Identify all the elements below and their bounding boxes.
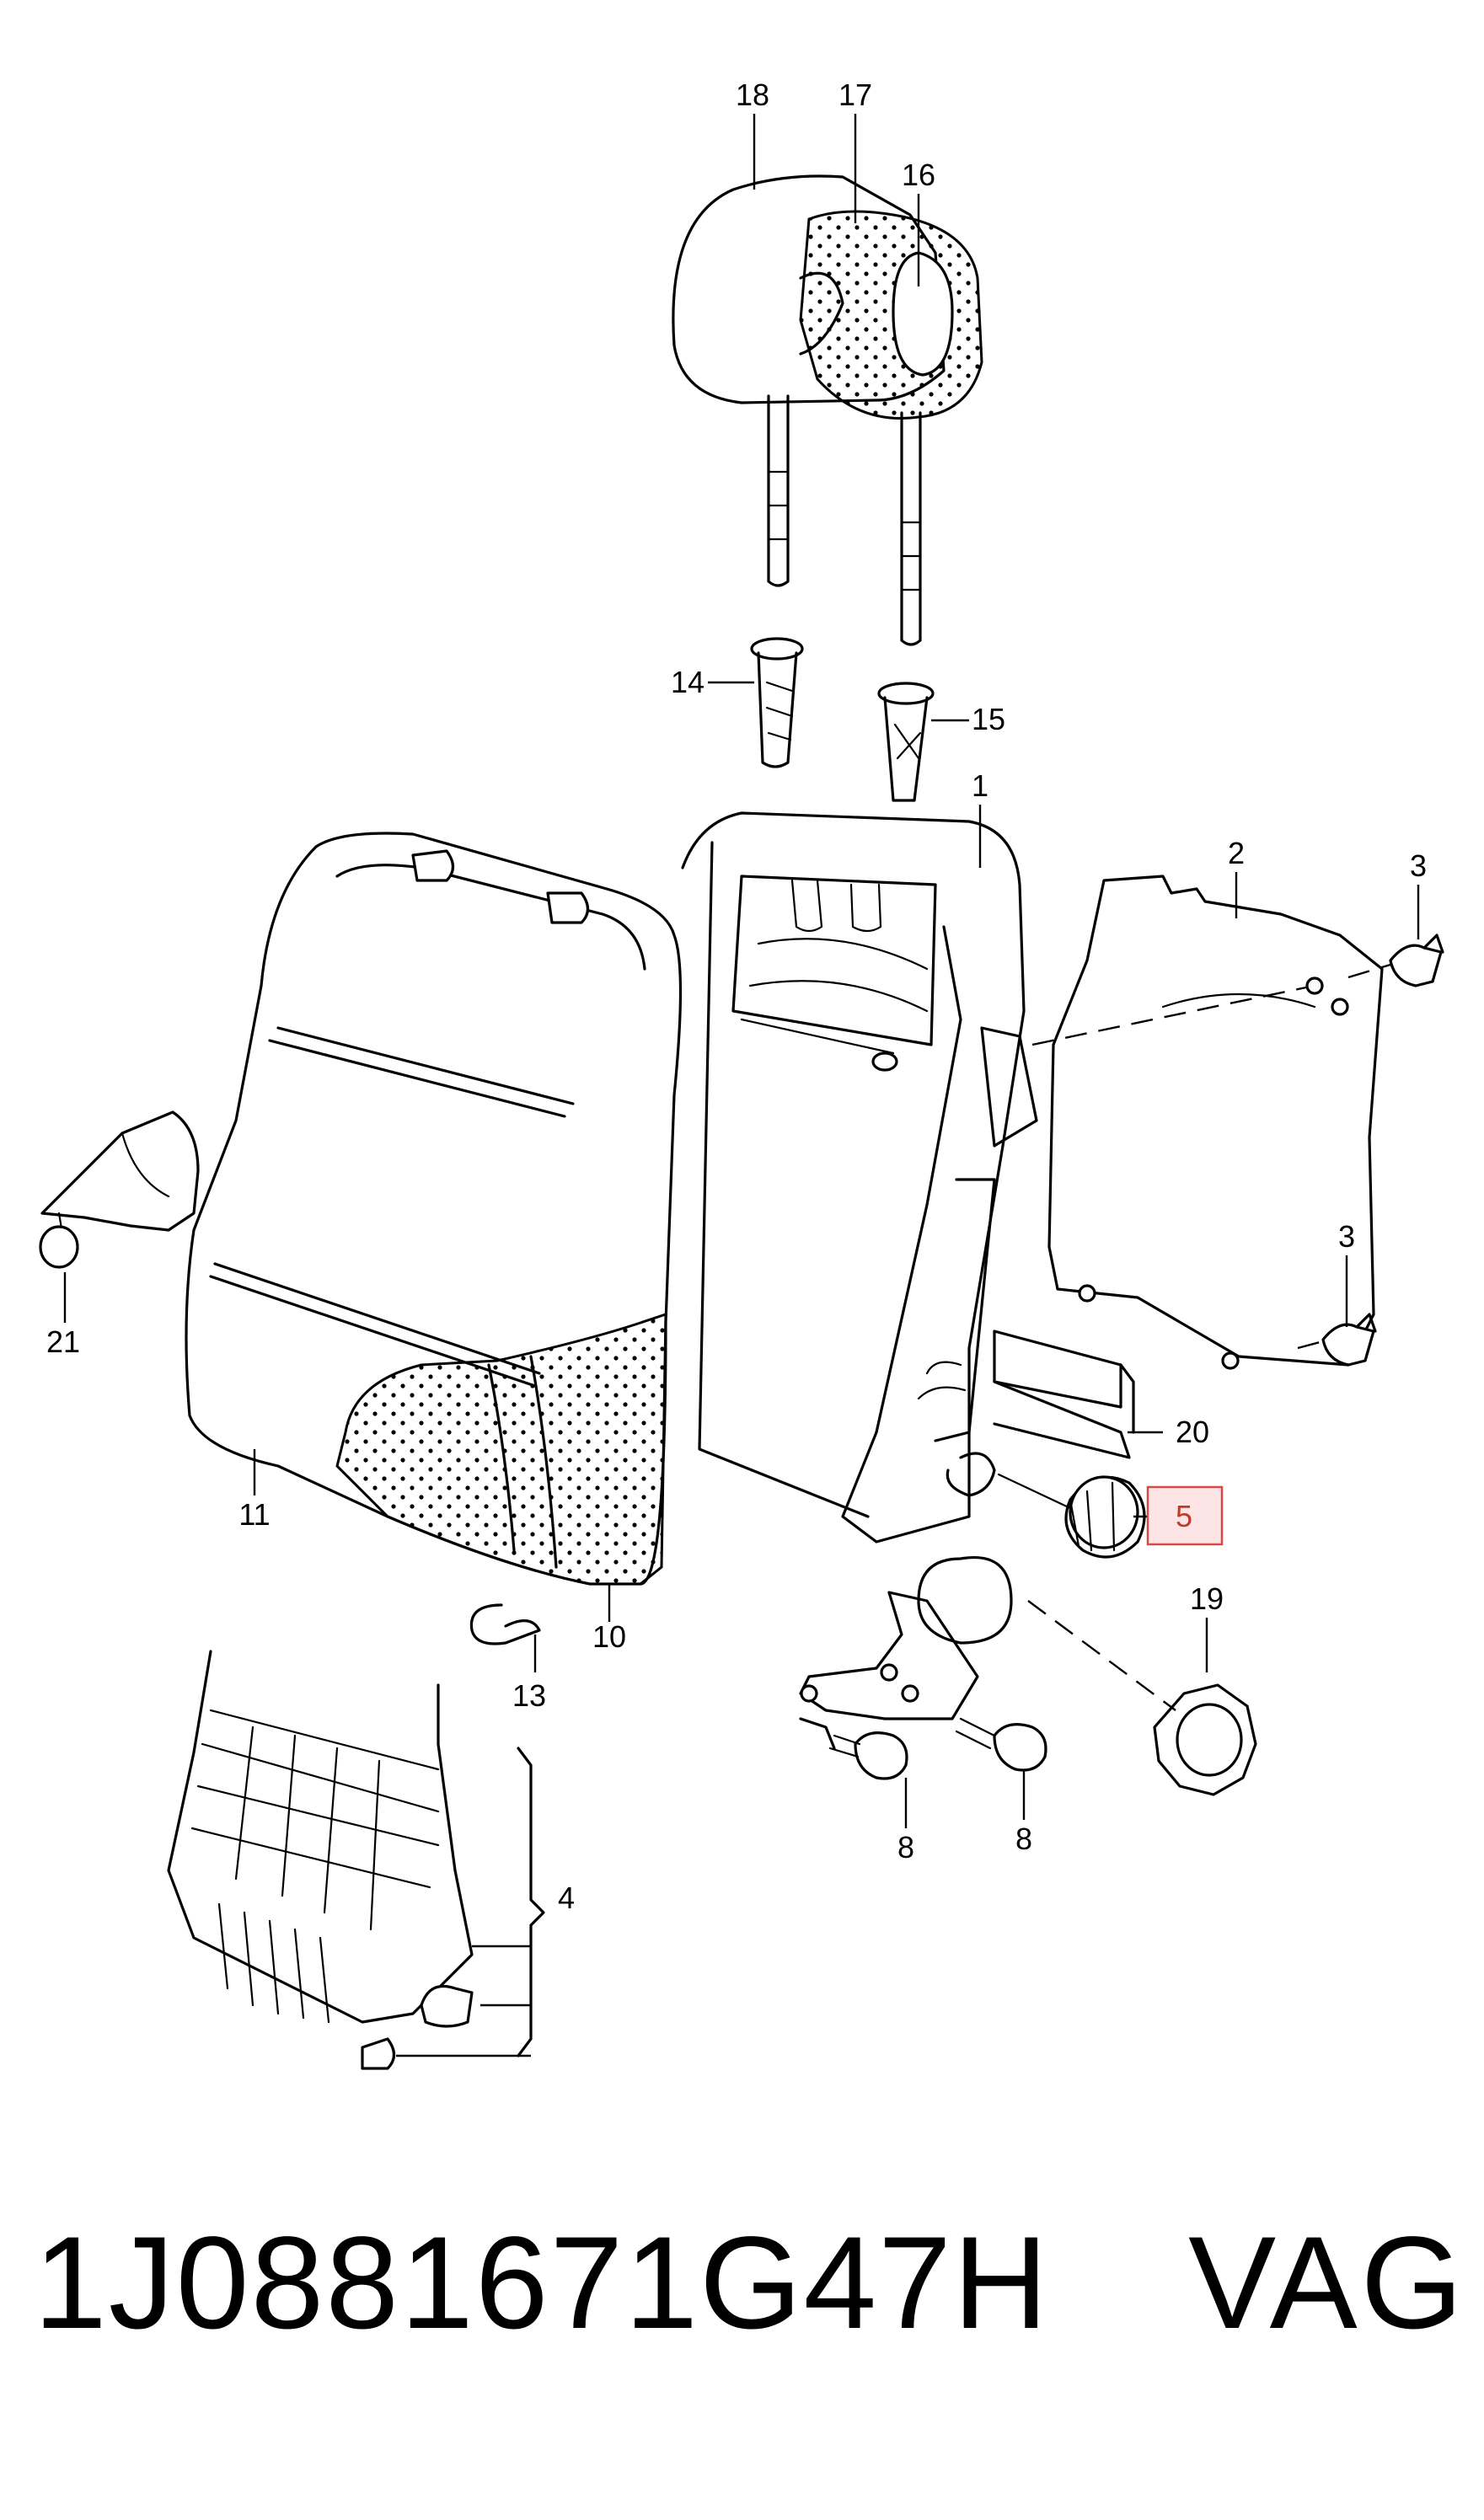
hook-13 — [469, 1603, 541, 1645]
callout-20: 19 — [1190, 1581, 1224, 1616]
clip-3-upper — [1347, 934, 1444, 987]
callout-16: 16 — [902, 158, 935, 192]
headrest-guide-14 — [750, 637, 804, 768]
clip-3-lower — [1297, 1313, 1377, 1367]
headrest-guide-15 — [877, 682, 935, 802]
bolt-8-left — [799, 1717, 908, 1780]
brand-name: VAG — [1188, 2210, 1466, 2357]
rail-19 — [993, 1330, 1135, 1459]
callout-8-left: 8 — [897, 1830, 914, 1865]
handwheel-20 — [1027, 1600, 1257, 1796]
callout-labels: 18 17 16 14 15 1 2 3 3 21 20 5 11 19 10 … — [46, 78, 1427, 1915]
callout-4: 4 — [558, 1881, 575, 1915]
footer: 1J0881671G47H VAG — [34, 2216, 1466, 2351]
callout-21: 21 — [46, 1324, 80, 1359]
seat-back-cover — [185, 832, 683, 1586]
callout-14: 14 — [671, 665, 704, 699]
callout-18: 18 — [736, 78, 769, 112]
callout-19: 20 — [1176, 1415, 1209, 1449]
highlight-box — [1146, 1485, 1224, 1546]
knob-5 — [946, 1452, 1146, 1559]
callout-13: 13 — [512, 1678, 546, 1713]
part-number: 1J0881671G47H — [34, 2210, 1050, 2357]
callout-15: 15 — [972, 702, 1005, 736]
leader-lines — [63, 114, 1420, 1828]
callout-1: 1 — [972, 768, 988, 803]
callout-2: 2 — [1228, 836, 1245, 870]
callout-5: 5 — [1176, 1499, 1192, 1533]
headrest — [672, 174, 983, 646]
bolt-8-right — [955, 1717, 1047, 1772]
back-panel — [1031, 875, 1384, 1370]
backrest-frame — [681, 811, 1038, 1720]
bracket-21 — [39, 1110, 200, 1269]
callout-8-right: 8 — [1015, 1822, 1032, 1856]
callout-3-lower: 3 — [1338, 1219, 1355, 1254]
lumbar-support-4 — [167, 1650, 545, 2070]
callout-17: 17 — [838, 78, 872, 112]
callout-11: 11 — [238, 1497, 270, 1532]
callout-3-upper: 3 — [1410, 848, 1427, 883]
callout-10: 10 — [592, 1619, 626, 1654]
